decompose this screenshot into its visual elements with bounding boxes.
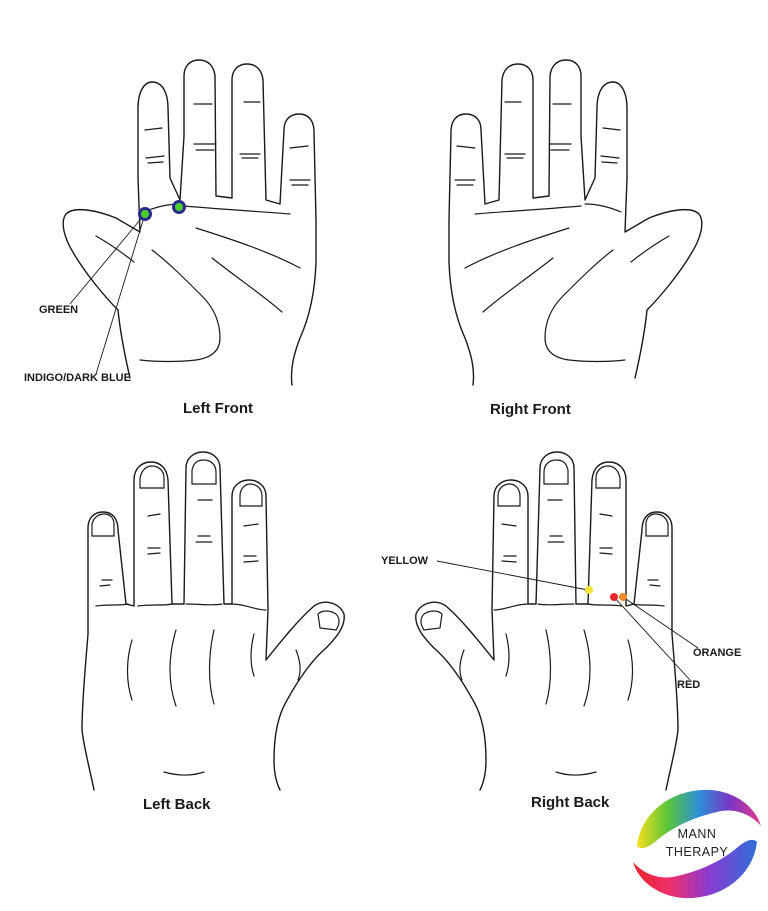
caption-left-back: Left Back <box>143 796 211 813</box>
red-point <box>610 593 618 601</box>
left-back-hand <box>81 451 345 791</box>
orange-label: ORANGE <box>693 647 742 659</box>
caption-left-front: Left Front <box>183 400 253 417</box>
logo-line2: THERAPY <box>665 845 729 859</box>
indigo-label: INDIGO/DARK BLUE <box>24 372 131 384</box>
indigo-point <box>172 200 186 214</box>
red-label: RED <box>677 679 701 691</box>
right-back-hand <box>415 451 679 791</box>
rainbow-swirl-icon <box>633 789 761 899</box>
red-leader-line <box>613 596 691 681</box>
caption-right-front: Right Front <box>490 401 571 418</box>
yellow-leader-line <box>436 560 589 591</box>
caption-right-back: Right Back <box>531 794 610 811</box>
green-leader-line <box>69 213 146 305</box>
mann-therapy-logo: MANN THERAPY <box>631 782 763 906</box>
green-point <box>138 207 152 221</box>
indigo-leader-line <box>95 213 146 375</box>
logo-line1: MANN <box>677 827 717 841</box>
yellow-label: YELLOW <box>381 555 429 567</box>
orange-point <box>619 593 627 601</box>
right-front-hand <box>448 59 703 386</box>
left-front-hand <box>62 59 317 386</box>
yellow-point <box>585 586 593 594</box>
orange-leader-line <box>622 596 699 649</box>
green-label: GREEN <box>39 304 79 316</box>
